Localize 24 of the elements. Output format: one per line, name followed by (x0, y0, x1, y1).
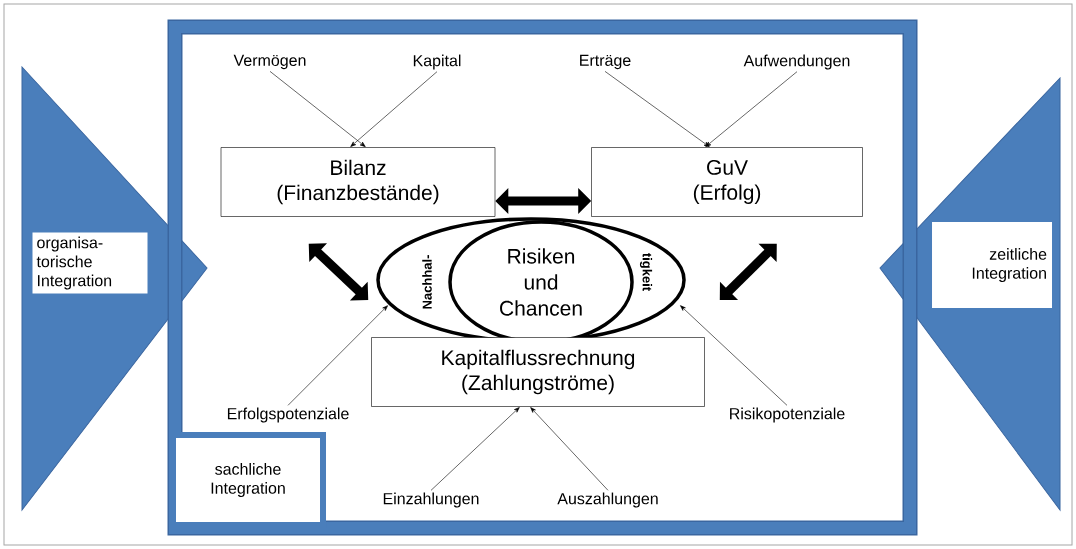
integration-triangle: organisa-torische Integration (21, 66, 208, 511)
label-text: Kapital (413, 54, 461, 70)
label-text: Vermögen (233, 54, 306, 70)
arrow (680, 305, 788, 406)
label-text: Risikopotenziale (730, 407, 845, 423)
label-text: Einzahlungen (383, 492, 479, 508)
arrow (705, 71, 798, 147)
label-text: Auszahlungen (557, 492, 658, 508)
label-box: sachliche Integration (170, 432, 326, 528)
process-box: Kapitalflussrechnung (Zahlungströme) (371, 337, 705, 407)
arrow (287, 305, 388, 406)
integration-triangle: zeitliche Integration (879, 77, 1061, 511)
arrow (308, 243, 369, 301)
label-text: Aufwendungen (743, 54, 850, 70)
arrow (350, 71, 438, 147)
process-box: Bilanz (Finanzbestände) (220, 147, 496, 217)
label-text: Erträge (580, 54, 631, 70)
arrow (530, 407, 609, 491)
label-text: Erfolgspotenziale (227, 407, 349, 423)
arrow (269, 71, 366, 147)
process-box: GuV (Erfolg) (591, 147, 863, 217)
arrow (430, 407, 520, 491)
arrow (604, 71, 710, 147)
arrow (719, 243, 777, 301)
